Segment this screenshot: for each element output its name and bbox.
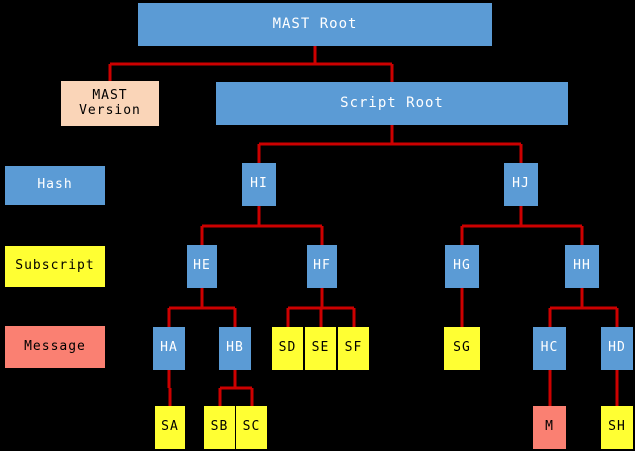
node-ha[interactable]: HA	[153, 327, 185, 370]
node-hh[interactable]: HH	[565, 245, 599, 288]
mast-version[interactable]: MAST Version	[61, 81, 159, 126]
node-se[interactable]: SE	[305, 327, 336, 370]
node-hf[interactable]: HF	[307, 245, 337, 288]
node-sh[interactable]: SH	[601, 406, 633, 449]
legend-message: Message	[5, 326, 105, 368]
node-hg[interactable]: HG	[445, 245, 479, 288]
node-sg[interactable]: SG	[444, 327, 480, 370]
legend-subscript: Subscript	[5, 246, 105, 287]
node-sf[interactable]: SF	[338, 327, 369, 370]
script-root[interactable]: Script Root	[216, 82, 568, 125]
node-hj[interactable]: HJ	[504, 163, 538, 206]
node-hi[interactable]: HI	[242, 163, 276, 206]
node-hc[interactable]: HC	[533, 327, 566, 370]
legend-hash: Hash	[5, 166, 105, 205]
node-sa[interactable]: SA	[155, 406, 185, 449]
mast-root[interactable]: MAST Root	[138, 3, 492, 46]
node-he[interactable]: HE	[187, 245, 217, 288]
node-sb[interactable]: SB	[204, 406, 235, 449]
node-hd[interactable]: HD	[601, 327, 633, 370]
node-m[interactable]: M	[533, 406, 566, 449]
node-sc[interactable]: SC	[236, 406, 267, 449]
node-sd[interactable]: SD	[272, 327, 303, 370]
node-hb[interactable]: HB	[219, 327, 251, 370]
